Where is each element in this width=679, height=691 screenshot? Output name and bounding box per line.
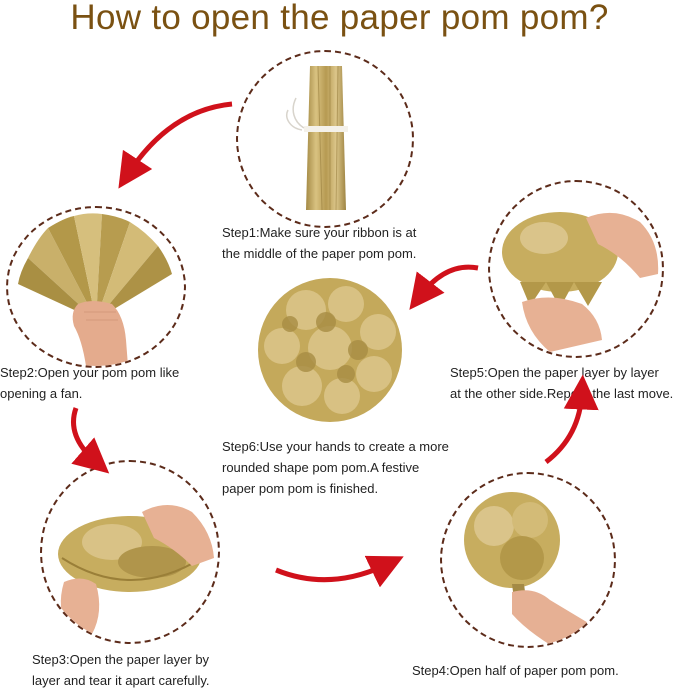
half-open-pompom-icon: [502, 212, 659, 352]
step1-line2: the middle of the paper pom pom.: [222, 246, 417, 261]
hand-icon: [522, 212, 659, 352]
step3-line1: Step3:Open the paper layer by: [32, 652, 210, 667]
step1-text: Step1:Make sure your ribbon is at the mi…: [222, 222, 416, 264]
step4-line1: Step4:Open half of paper pom pom.: [412, 663, 619, 678]
step6-line2: rounded shape pom pom.A festive: [222, 460, 420, 475]
curved-arrow-icon: [275, 555, 404, 588]
curved-arrow-icon: [71, 407, 110, 474]
hand-icon: [512, 590, 602, 646]
folded-paper-icon: [286, 65, 348, 211]
step2-line1: Step2:Open your pom pom like: [0, 365, 180, 380]
fan-pompom-icon: [18, 213, 172, 366]
step2-line2: opening a fan.: [0, 386, 83, 401]
step5-line1: Step5:Open the paper layer by layer: [450, 365, 659, 380]
step4-circle: [440, 472, 616, 648]
step4-text: Step4:Open half of paper pom pom.: [412, 660, 619, 681]
step1-circle: [236, 50, 414, 228]
step2-circle: [6, 206, 186, 368]
step3-line2: layer and tear it apart carefully.: [32, 673, 210, 688]
curved-arrow-icon: [118, 101, 233, 189]
step6-line1: Step6:Use your hands to create a more: [222, 439, 449, 454]
step5-line2: at the other side.Repeat the last move.: [450, 386, 674, 401]
half-open-pompom-icon: [58, 505, 214, 634]
step5-circle: [488, 180, 664, 358]
finished-pompom: [246, 270, 414, 430]
hand-icon: [72, 301, 128, 366]
step3-circle: [40, 460, 220, 644]
step1-line1: Step1:Make sure your ribbon is at: [222, 225, 417, 240]
half-open-pompom-icon: [464, 492, 602, 646]
step6-line3: paper pom pom is finished.: [222, 481, 379, 496]
step6-text: Step6:Use your hands to create a more ro…: [222, 436, 449, 499]
step2-text: Step2:Open your pom pom like opening a f…: [0, 362, 179, 404]
step5-text: Step5:Open the paper layer by layer at t…: [450, 362, 673, 404]
step3-text: Step3:Open the paper layer by layer and …: [32, 649, 210, 691]
finished-pompom-icon: [258, 278, 402, 422]
curved-arrow-icon: [409, 264, 479, 310]
page-title: How to open the paper pom pom?: [70, 0, 609, 37]
